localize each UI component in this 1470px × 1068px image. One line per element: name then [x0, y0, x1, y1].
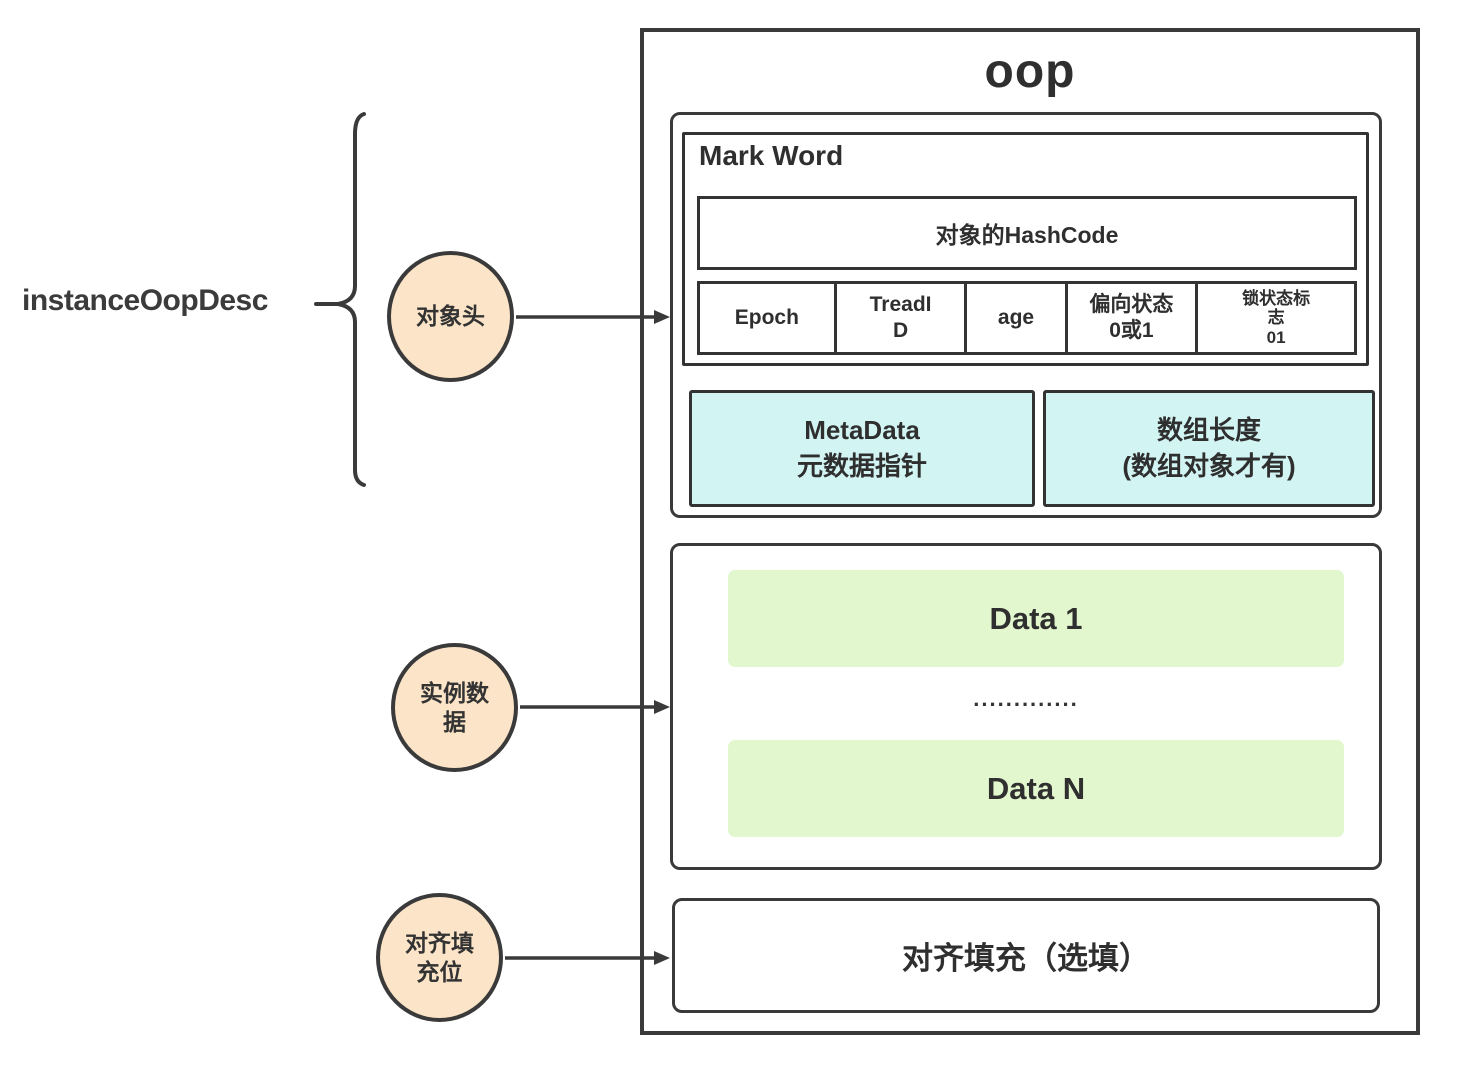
pointer-object-header: 对象头: [387, 251, 514, 382]
curly-brace: [337, 112, 366, 487]
data-n-box: Data N: [728, 740, 1344, 837]
cell-lock-flag: 锁状态标 志 01: [1242, 288, 1311, 347]
data-1-box: Data 1: [728, 570, 1344, 667]
pointer-alignment-padding: 对齐填 充位: [376, 893, 503, 1022]
object-header-section: Mark Word 对象的HashCode Epoch TreadI D age…: [670, 112, 1382, 518]
cell-age: age: [967, 284, 1068, 352]
cell-bias-state: 偏向状态 0或1: [1068, 284, 1199, 352]
data-ellipsis: .............: [973, 686, 1079, 711]
hashcode-row: 对象的HashCode: [697, 196, 1357, 270]
oop-box: oop Mark Word 对象的HashCode Epoch TreadI D…: [640, 28, 1420, 1035]
array-length-box: 数组长度 (数组对象才有): [1043, 390, 1375, 507]
cell-thread-id: TreadI D: [837, 284, 968, 352]
mark-word-label: Mark Word: [699, 140, 844, 171]
oop-title: oop: [984, 45, 1076, 98]
mark-word-cells-row: Epoch TreadI D age 偏向状态 0或1 锁状态标 志 01: [697, 281, 1357, 355]
instance-oop-desc-label: instanceOopDesc: [22, 284, 268, 317]
metadata-pointer-box: MetaData 元数据指针: [689, 390, 1035, 507]
instance-data-section: Data 1 ............. Data N: [670, 543, 1382, 870]
cell-epoch: Epoch: [700, 284, 837, 352]
mark-word-box: Mark Word 对象的HashCode Epoch TreadI D age…: [682, 132, 1369, 366]
padding-section: 对齐填充（选填）: [672, 898, 1380, 1013]
pointer-instance-data: 实例数 据: [391, 643, 518, 772]
